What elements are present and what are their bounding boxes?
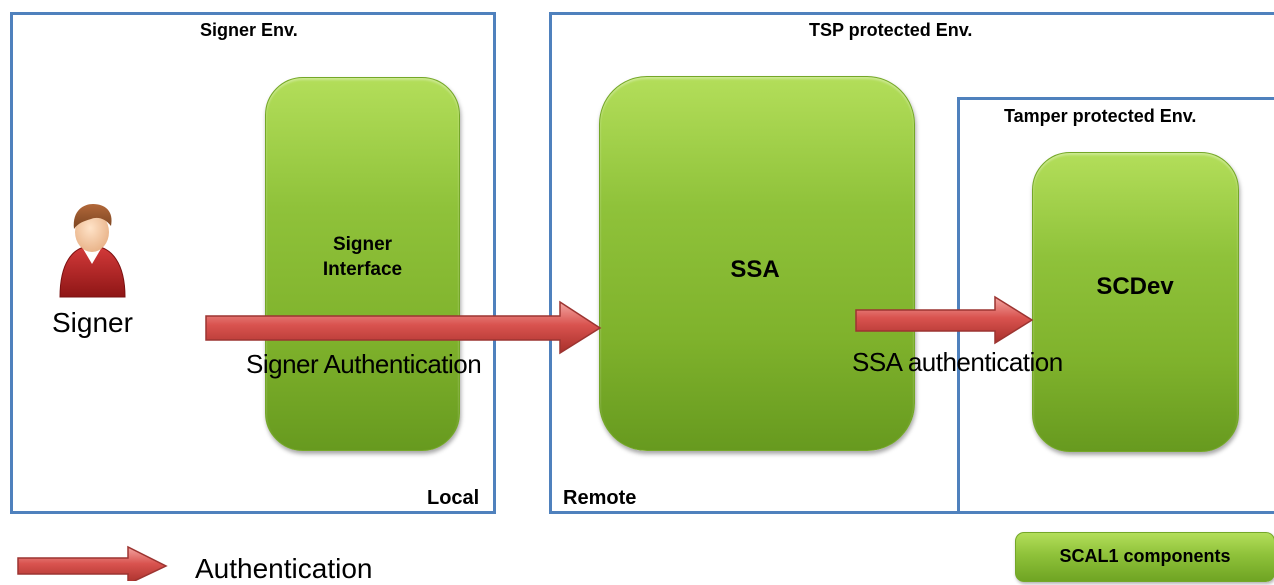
ssa-authentication-arrow	[855, 295, 1034, 345]
signer-actor-label: Signer	[52, 307, 133, 338]
signer-authentication-arrow	[205, 300, 602, 355]
ssa-authentication-label: SSA authentication	[852, 347, 1063, 377]
tsp-environment-box	[549, 12, 1274, 514]
signer-interface-label: Signer Interface	[300, 232, 425, 282]
legend-authentication-arrow	[17, 545, 168, 581]
scdev-component	[1032, 152, 1239, 452]
ssa-label: SSA	[730, 256, 780, 283]
signer-environment-box	[10, 12, 496, 514]
signer-env-title: Signer Env.	[200, 20, 298, 40]
user-icon	[59, 204, 126, 298]
legend-scal1-swatch	[1015, 532, 1274, 582]
tamper-environment-box	[957, 97, 1274, 514]
remote-zone-label: Remote	[563, 487, 637, 509]
legend-scal1-label: SCAL1 components	[1059, 546, 1231, 566]
tamper-env-title: Tamper protected Env.	[1004, 106, 1197, 126]
scdev-label: SCDev	[1096, 273, 1174, 300]
local-zone-label: Local	[427, 487, 480, 509]
signer-authentication-label: Signer Authentication	[246, 349, 482, 379]
legend-authentication-label: Authentication	[195, 553, 373, 584]
signer-interface-label-line2: Interface	[322, 259, 403, 280]
signer-interface-component	[265, 77, 460, 451]
tsp-env-title: TSP protected Env.	[809, 20, 973, 40]
ssa-component	[599, 76, 915, 451]
signer-interface-label-line1: Signer	[332, 234, 393, 255]
